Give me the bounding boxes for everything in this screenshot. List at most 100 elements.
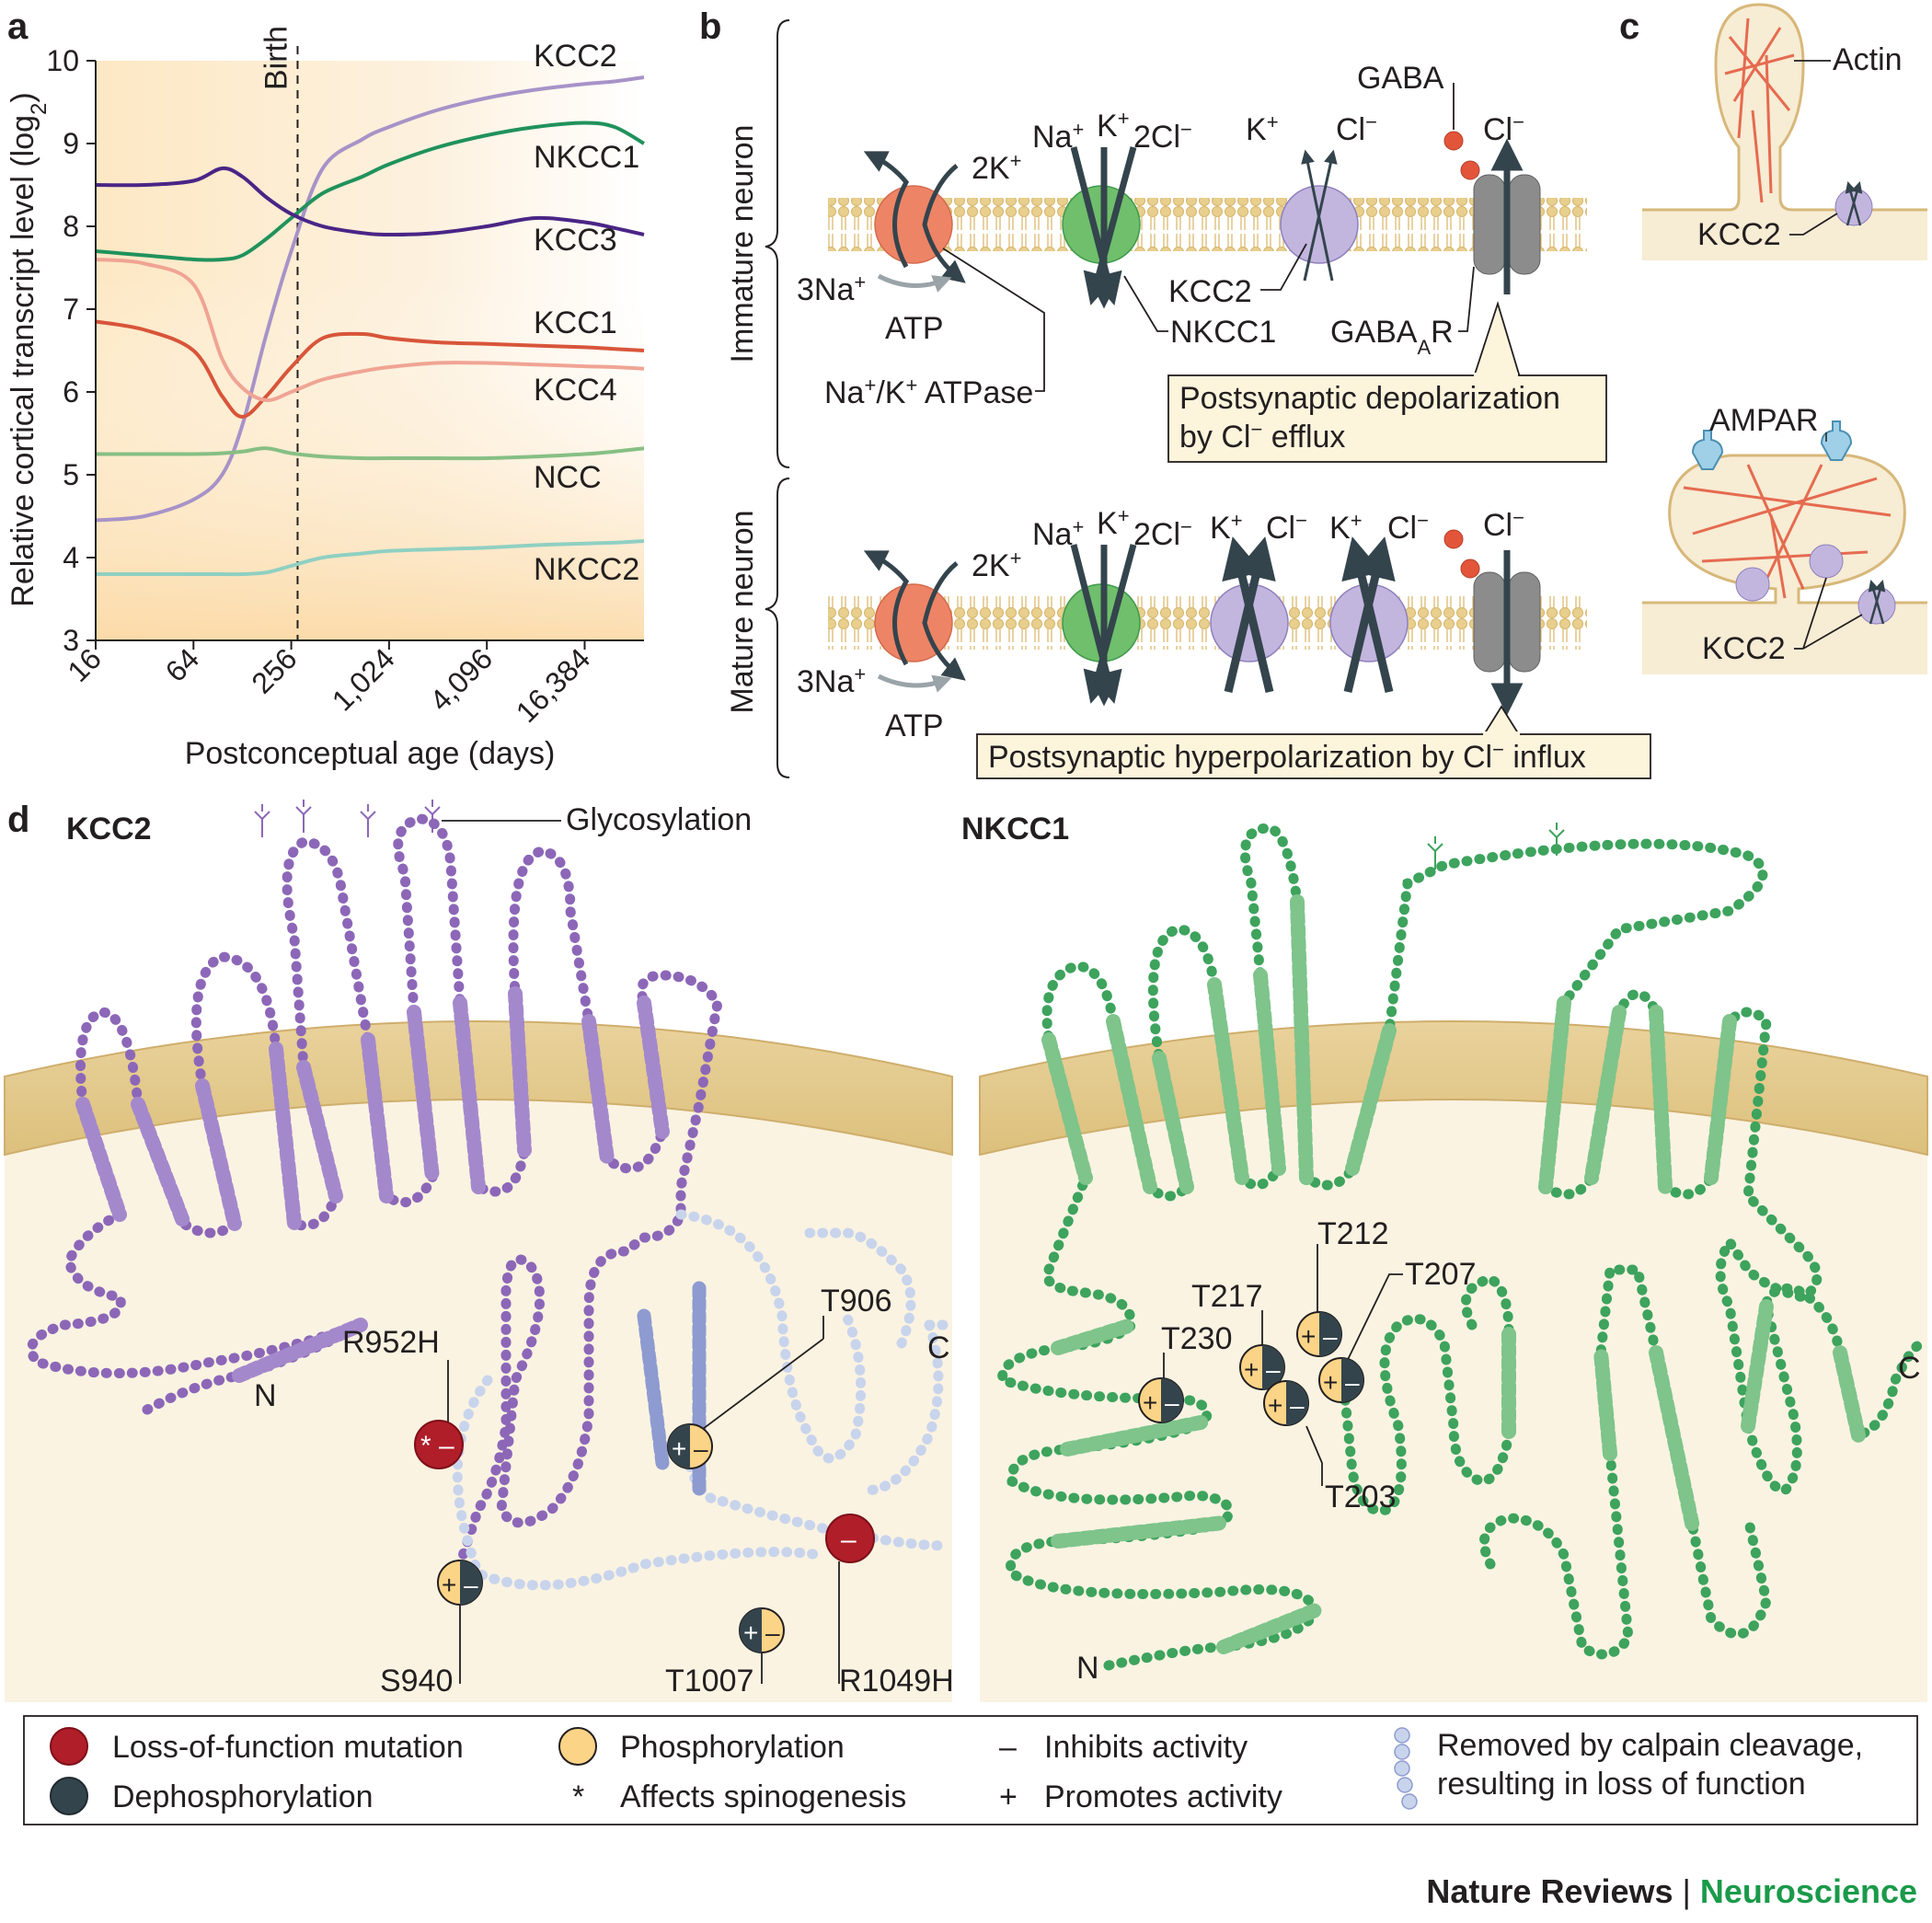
svg-text:R952H: R952H bbox=[342, 1325, 440, 1360]
kcc2-protein-chain bbox=[26, 813, 723, 1570]
journal-credit: Nature Reviews | Neuroscience bbox=[1426, 1872, 1917, 1910]
atpase-name-label: Na+/K+ ATPase bbox=[824, 374, 1033, 411]
chart-x-axis-label: Postconceptual age (days) bbox=[185, 736, 556, 771]
panel-c: c Actin KCC2 AMPAR bbox=[1619, 3, 1927, 674]
panel-d: d KCC2 Glycosylation N C bbox=[4, 800, 1928, 1702]
atpase-in-ion: 3Na+ bbox=[797, 271, 866, 308]
kcc2-transporter-icon bbox=[1735, 567, 1770, 602]
nkcc1-k-label: K+ bbox=[1097, 504, 1130, 542]
atpase-pump-icon bbox=[874, 583, 953, 662]
mature-neuron-label: Mature neuron bbox=[725, 510, 760, 713]
spine-mushroom-outline bbox=[1642, 454, 1927, 605]
x-tick-label: 256 bbox=[245, 641, 303, 699]
svg-text:+: + bbox=[1143, 1388, 1157, 1417]
gaba-label: GABA bbox=[1357, 61, 1444, 96]
y-tick-label: 10 bbox=[46, 44, 79, 77]
nkcc1-leader-line bbox=[1123, 275, 1168, 332]
svg-text:+: + bbox=[999, 1779, 1018, 1814]
ampar-receptor-icon-2 bbox=[1820, 420, 1853, 461]
gaba-ligand-icon bbox=[1443, 529, 1464, 549]
dephosphorylation-icon bbox=[50, 1777, 88, 1815]
legend-phos-item: Phosphorylation bbox=[558, 1727, 845, 1766]
atp-arrow bbox=[877, 273, 952, 293]
mature-callout-join bbox=[1483, 731, 1520, 737]
mature-kcc2-2: K+ Cl− bbox=[1329, 509, 1429, 694]
nkcc1-protein-chain bbox=[997, 823, 1928, 1671]
kcc2-top-leader-line bbox=[1789, 213, 1838, 236]
series-label-kcc1: KCC1 bbox=[534, 305, 617, 340]
atpase-out-ion: 2K+ bbox=[972, 149, 1021, 187]
svg-text:T207: T207 bbox=[1405, 1257, 1477, 1292]
dendrite-top bbox=[1642, 210, 1927, 260]
gaba-ligand-icon-2 bbox=[1460, 558, 1480, 579]
kcc2-title: KCC2 bbox=[66, 812, 152, 846]
svg-text:Promotes activity: Promotes activity bbox=[1044, 1779, 1282, 1814]
kcc2-membrane bbox=[4, 1020, 953, 1157]
svg-text:+: + bbox=[672, 1434, 686, 1463]
mature-membrane bbox=[828, 596, 1587, 650]
svg-text:–: – bbox=[1266, 1355, 1281, 1384]
mature-kcc2-1: K+ Cl− bbox=[1210, 509, 1307, 694]
kcc2-calpain-helix-2 bbox=[637, 1308, 670, 1470]
kcc2-n-terminus: N bbox=[254, 1378, 277, 1413]
atpase-leader-line bbox=[942, 248, 1045, 392]
mature-gabaar: Cl− Postsynaptic hyperpolarization by Cl… bbox=[976, 506, 1651, 779]
legend-plus-item: + Promotes activity bbox=[999, 1779, 1282, 1814]
r1049h-marker: R1049H – bbox=[825, 1514, 954, 1698]
svg-text:Removed by calpain cleavage,: Removed by calpain cleavage, bbox=[1437, 1728, 1863, 1763]
series-label-kcc2: KCC2 bbox=[534, 39, 617, 74]
legend-box bbox=[23, 1715, 1918, 1825]
atpase-k-arrow bbox=[922, 164, 966, 283]
spine-thin-outline bbox=[1642, 3, 1927, 212]
immature-callout-join bbox=[1474, 373, 1518, 378]
kcc2-topology: KCC2 Glycosylation N C R952H * bbox=[4, 800, 954, 1702]
nkcc1-name-label: NKCC1 bbox=[1170, 315, 1276, 350]
series-label-kcc4: KCC4 bbox=[534, 373, 617, 408]
atpase-out-ion: 2K+ bbox=[972, 547, 1021, 584]
svg-text:+: + bbox=[1323, 1368, 1338, 1397]
series-line-kcc2 bbox=[95, 75, 645, 523]
svg-text:resulting in loss of function: resulting in loss of function bbox=[1437, 1767, 1806, 1802]
s940-marker: S940 + – bbox=[380, 1560, 483, 1698]
atpase-in-ion: 3Na+ bbox=[797, 662, 866, 700]
immature-nkcc1: Na+ K+ 2Cl− NKCC1 bbox=[1032, 107, 1276, 351]
kcc2-name-label: KCC2 bbox=[1168, 274, 1252, 309]
series-label-kcc3: KCC3 bbox=[534, 223, 617, 258]
svg-text:T217: T217 bbox=[1191, 1279, 1263, 1314]
t212-marker: T212 + – bbox=[1296, 1216, 1389, 1357]
svg-text:–: – bbox=[999, 1730, 1017, 1765]
chart-series-group: Birth bbox=[95, 26, 646, 640]
kcc2-cl-arrow bbox=[1222, 536, 1274, 694]
svg-text:T203: T203 bbox=[1325, 1480, 1397, 1514]
nkcc1-arrow-3 bbox=[1083, 146, 1137, 305]
gaba-ligand-icon-2 bbox=[1460, 160, 1480, 180]
nkcc1-topology: NKCC1 N C T230 + – T217 bbox=[961, 812, 1928, 1702]
y-tick-label: 3 bbox=[63, 624, 79, 657]
immature-kcc2: K+ Cl− KCC2 bbox=[1168, 110, 1377, 310]
nkcc1-cytoplasm bbox=[980, 1077, 1927, 1702]
svg-text:Dephosphorylation: Dephosphorylation bbox=[112, 1779, 374, 1814]
atpase-energy-label: ATP bbox=[885, 311, 944, 346]
mature-callout-box bbox=[976, 733, 1651, 779]
gabaar-leader-line bbox=[1458, 266, 1475, 332]
gabaar-name-label: GABAAR bbox=[1330, 315, 1454, 359]
kcc2-c-terminus: C bbox=[927, 1330, 950, 1365]
kcc2-glycosylation-icons bbox=[254, 800, 441, 837]
svg-text:–: – bbox=[841, 1525, 857, 1555]
nkcc1-na-label: Na+ bbox=[1032, 118, 1084, 155]
svg-text:–: – bbox=[464, 1571, 478, 1599]
atpase-pump-icon bbox=[874, 185, 953, 264]
panel-letter-d: d bbox=[7, 800, 29, 840]
kcc2-bottom-label: KCC2 bbox=[1702, 631, 1786, 666]
series-line-nkcc2 bbox=[95, 539, 645, 577]
kcc2-arrow-2 bbox=[1845, 180, 1862, 226]
series-line-kcc4 bbox=[95, 258, 645, 403]
legend-minus-item: – Inhibits activity bbox=[999, 1730, 1248, 1765]
svg-text:–: – bbox=[694, 1434, 708, 1463]
series-line-ncc bbox=[96, 446, 645, 461]
y-tick-label: 7 bbox=[63, 293, 79, 326]
gaba-cl-label: Cl− bbox=[1483, 110, 1524, 148]
panel-letter-a: a bbox=[7, 6, 29, 47]
